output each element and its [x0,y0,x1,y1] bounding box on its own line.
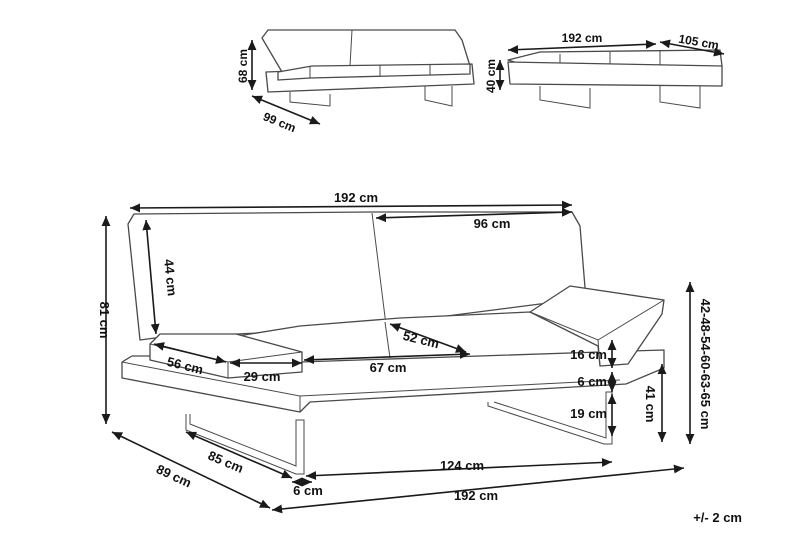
bed-base [507,61,723,87]
upright-seat [277,63,471,81]
dim-backrest-half: 96 cm [474,216,511,231]
bed-width-label: 192 cm [562,31,603,45]
dim-back-height: 44 cm [161,258,180,296]
dim-total-width-top: 192 cm [334,190,378,205]
dim-total-height: 81 cm [97,302,112,339]
dim-total-depth: 89 cm [154,461,194,490]
main-sofa-view: 192 cm 96 cm 44 cm 81 cm 56 cm 29 cm 67 … [97,190,713,514]
dim-leg-span: 124 cm [440,458,484,473]
bed-depth-label: 105 cm [677,32,720,53]
bed-sofa-view: 192 cm 105 cm 40 cm [484,31,725,109]
bed-height-label: 40 cm [484,59,498,93]
dim-seat-width: 67 cm [370,360,407,375]
dim-leg-width: 6 cm [293,483,323,498]
upright-height-label: 68 cm [236,49,250,83]
left-leg [185,414,305,475]
tolerance-note: +/- 2 cm [693,510,742,525]
dim-seat-height: 41 cm [643,386,658,423]
dim-leg-clearance: 19 cm [570,406,607,421]
dim-cushion-height: 16 cm [570,347,607,362]
dim-frame-height: 6 cm [577,374,607,389]
dim-total-width-bottom: 192 cm [454,488,498,503]
dim-armrest-positions: 42-48-54-60-63-65 cm [698,299,713,430]
upright-sofa-view: 68 cm 99 cm [236,29,475,135]
dim-armrest-width: 29 cm [244,369,281,384]
